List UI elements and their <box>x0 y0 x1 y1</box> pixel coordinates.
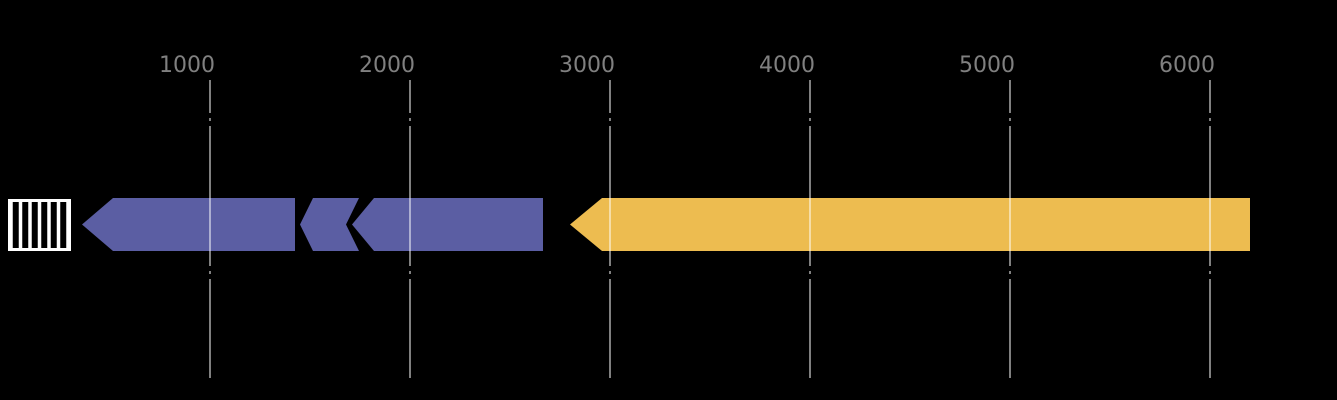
axis-tick-label-2000: 2000 <box>359 53 415 78</box>
striped-box-stripe <box>22 202 29 248</box>
striped-box-stripe <box>60 202 67 248</box>
striped-box-stripe <box>50 202 57 248</box>
striped-box-stripe <box>41 202 48 248</box>
feature-gene-arrow-3 <box>570 198 1250 251</box>
striped-box-stripe <box>31 202 38 248</box>
axis-tick-label-6000: 6000 <box>1159 53 1215 78</box>
striped-box-stripe <box>12 202 19 248</box>
axis-tick-label-5000: 5000 <box>959 53 1015 78</box>
feature-gene-arrow-2 <box>352 198 543 251</box>
axis-tick-label-1000: 1000 <box>159 53 215 78</box>
feature-gene-arrow-1 <box>82 198 295 251</box>
axis-tick-label-4000: 4000 <box>759 53 815 78</box>
axis-tick-label-3000: 3000 <box>559 53 615 78</box>
feature-gene-chevron <box>300 198 359 251</box>
